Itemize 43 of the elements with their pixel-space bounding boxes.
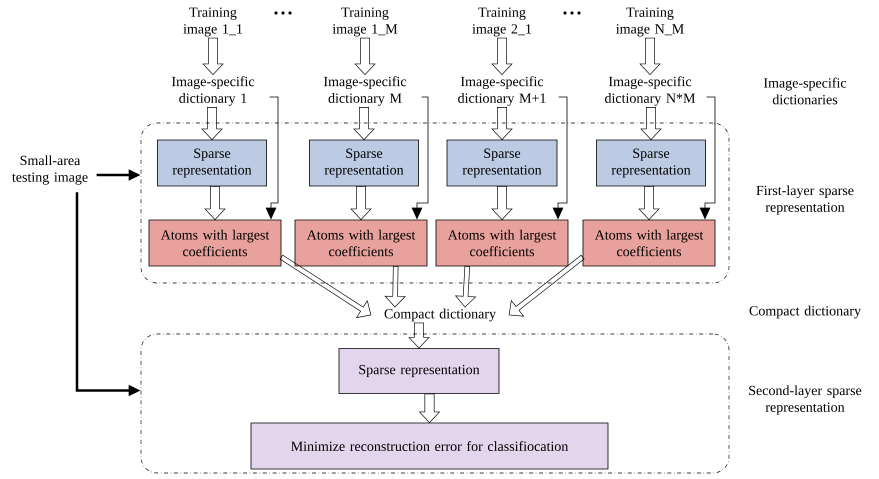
side-label: Second-layer sparse representation — [749, 385, 862, 415]
text-label: Training image 2_1 — [472, 8, 532, 36]
hollow-arrow — [280, 254, 372, 318]
hollow-arrow — [418, 394, 440, 424]
text-label: Training image N_M — [616, 8, 684, 36]
text-label: Small-area testing image — [12, 155, 88, 185]
hollow-arrow — [454, 266, 476, 308]
text-label: Image-specific dictionary M — [324, 76, 406, 106]
dashed-group-frame — [140, 334, 730, 474]
hollow-arrow — [638, 186, 660, 220]
sparse-box: Sparse representation — [446, 140, 558, 186]
text-label: Compact dictionary — [384, 308, 496, 322]
hollow-arrow — [201, 107, 223, 140]
hollow-arrow — [204, 186, 226, 220]
hollow-arrow — [202, 38, 224, 76]
sparse-box: Sparse representation — [309, 140, 419, 186]
side-label: Compact dictionary — [750, 306, 861, 318]
atoms-box: Atoms with largest coefficients — [294, 220, 428, 266]
hollow-arrow — [639, 38, 661, 76]
side-label: First-layer sparse representation — [756, 185, 854, 215]
hollow-arrow — [491, 38, 513, 76]
atoms-box: Atoms with largest coefficients — [436, 220, 568, 266]
hollow-arrow — [640, 107, 662, 140]
hollow-arrow — [491, 107, 513, 140]
side-label: Image-specific dictionaries — [764, 78, 846, 104]
atoms-box: Atoms with largest coefficients — [148, 220, 282, 266]
process-box: Minimize reconstruction error for classifiocation — [250, 422, 608, 470]
text-label: Training image 1_M — [332, 8, 398, 36]
text-label: Image-specific dictionary N*M — [605, 76, 696, 106]
hollow-arrow — [354, 38, 376, 76]
hollow-arrow — [491, 186, 513, 220]
hollow-arrow — [353, 107, 375, 140]
process-box: Sparse representation — [338, 348, 500, 394]
hollow-arrow — [384, 266, 406, 308]
text-label: Image-specific dictionary 1 — [172, 76, 254, 106]
text-label: Image-specific dictionary M+1 — [458, 76, 546, 106]
text-label: Training image 1_1 — [183, 8, 242, 36]
sparse-box: Sparse representation — [157, 140, 267, 186]
sparse-box: Sparse representation — [596, 140, 706, 186]
hollow-arrow — [408, 322, 430, 349]
dashed-group-frame — [140, 122, 730, 284]
atoms-box: Atoms with largest coefficients — [582, 220, 716, 266]
hollow-arrow — [350, 186, 372, 220]
